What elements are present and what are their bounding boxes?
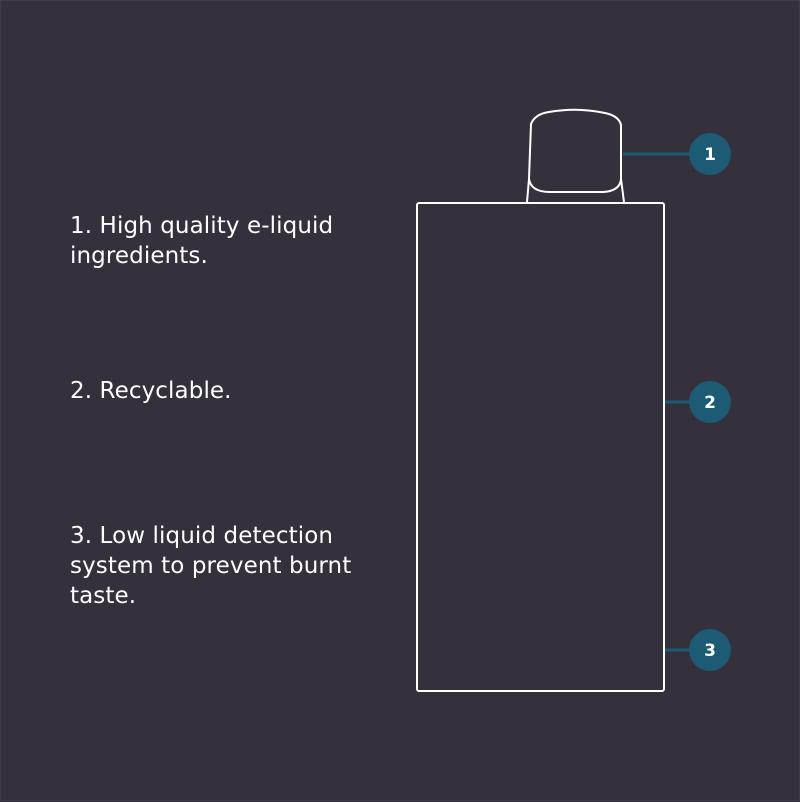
device-mouthpiece-outline [529, 110, 621, 192]
callout-badge-3: 3 [689, 629, 731, 671]
callout-number-2: 2 [704, 393, 716, 413]
mouthpiece-neck-left [527, 179, 529, 202]
callout-badge-1: 1 [689, 133, 731, 175]
callout-number-3: 3 [704, 641, 716, 661]
device-body-outline [417, 203, 664, 691]
mouthpiece-neck-right [621, 179, 624, 202]
callout-number-1: 1 [704, 145, 716, 165]
callout-badge-2: 2 [689, 381, 731, 423]
